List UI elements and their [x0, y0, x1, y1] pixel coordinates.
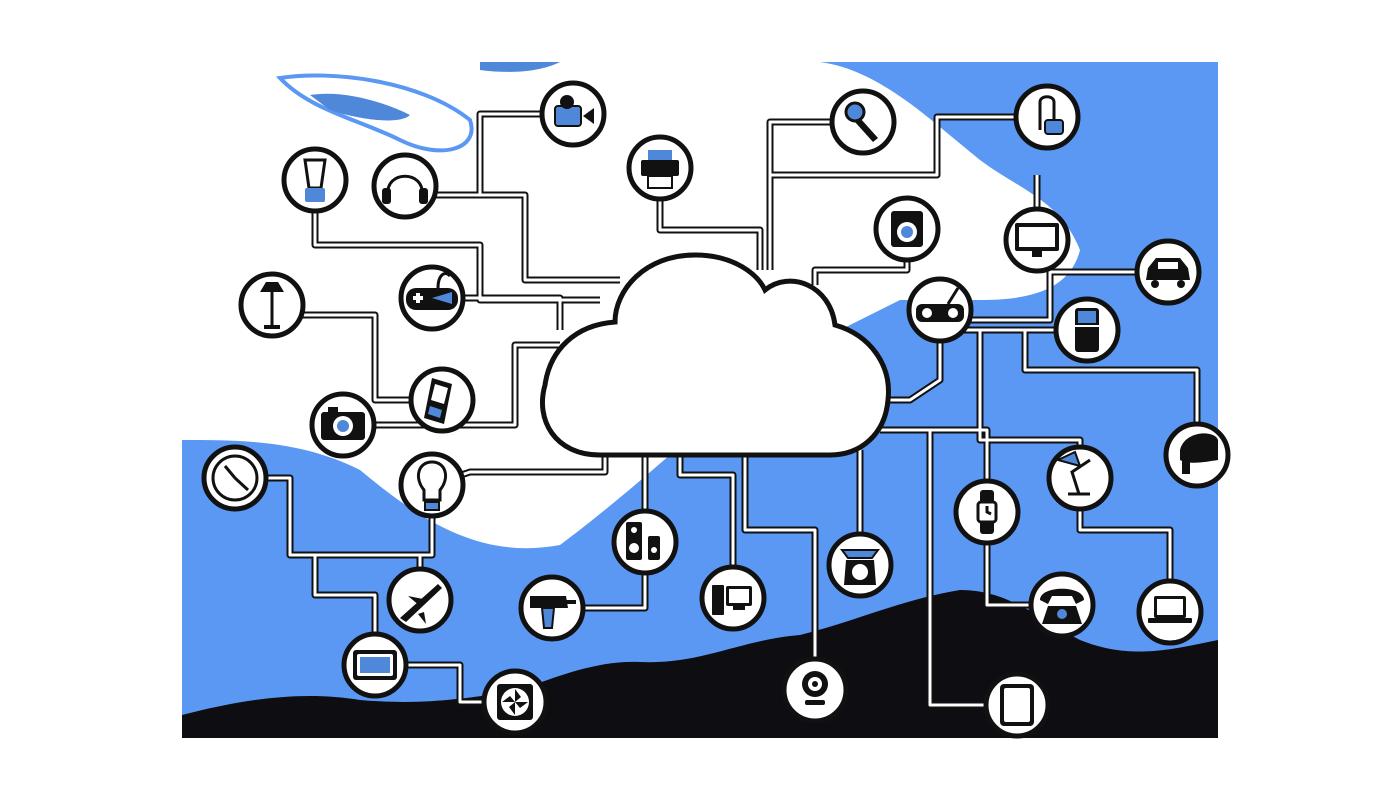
power-drill-icon: [518, 574, 586, 642]
washing-machine-icon: [873, 195, 941, 263]
camcorder-icon: [539, 80, 607, 148]
monitor-icon: [1003, 206, 1071, 274]
refrigerator-icon: [1053, 296, 1121, 364]
fan-icon: [481, 668, 549, 736]
sky-streak-top: [480, 62, 560, 72]
vacuum-cleaner-icon: [1013, 83, 1081, 151]
tablet-icon: [983, 671, 1051, 739]
clock-icon: [201, 444, 269, 512]
car-icon: [1134, 238, 1202, 306]
kitchen-scale-icon: [826, 531, 894, 599]
headphones-icon: [371, 152, 439, 220]
desktop-computer-icon: [699, 564, 767, 632]
device-nodes: [201, 80, 1231, 739]
laptop-icon: [1136, 578, 1204, 646]
dark-ground: [182, 590, 1218, 738]
blender-icon: [281, 146, 349, 214]
desk-lamp-icon: [1046, 444, 1114, 512]
smartwatch-icon: [953, 478, 1021, 546]
speakers-icon: [611, 508, 679, 576]
cloud-icon: [539, 252, 891, 458]
sky-streak-blue: [310, 93, 410, 121]
telephone-icon: [1028, 571, 1096, 639]
mobile-phone-icon: [408, 366, 476, 434]
microphone-icon: [829, 88, 897, 156]
hair-dryer-icon: [1163, 421, 1231, 489]
tv-icon: [341, 631, 409, 699]
webcam-icon: [781, 656, 849, 724]
printer-icon: [626, 134, 694, 202]
airplane-icon: [386, 566, 454, 634]
light-bulb-icon: [398, 451, 466, 519]
game-controller-icon: [398, 264, 466, 332]
photo-camera-icon: [309, 391, 377, 459]
robot-icon: [906, 276, 974, 344]
floor-lamp-icon: [238, 271, 306, 339]
